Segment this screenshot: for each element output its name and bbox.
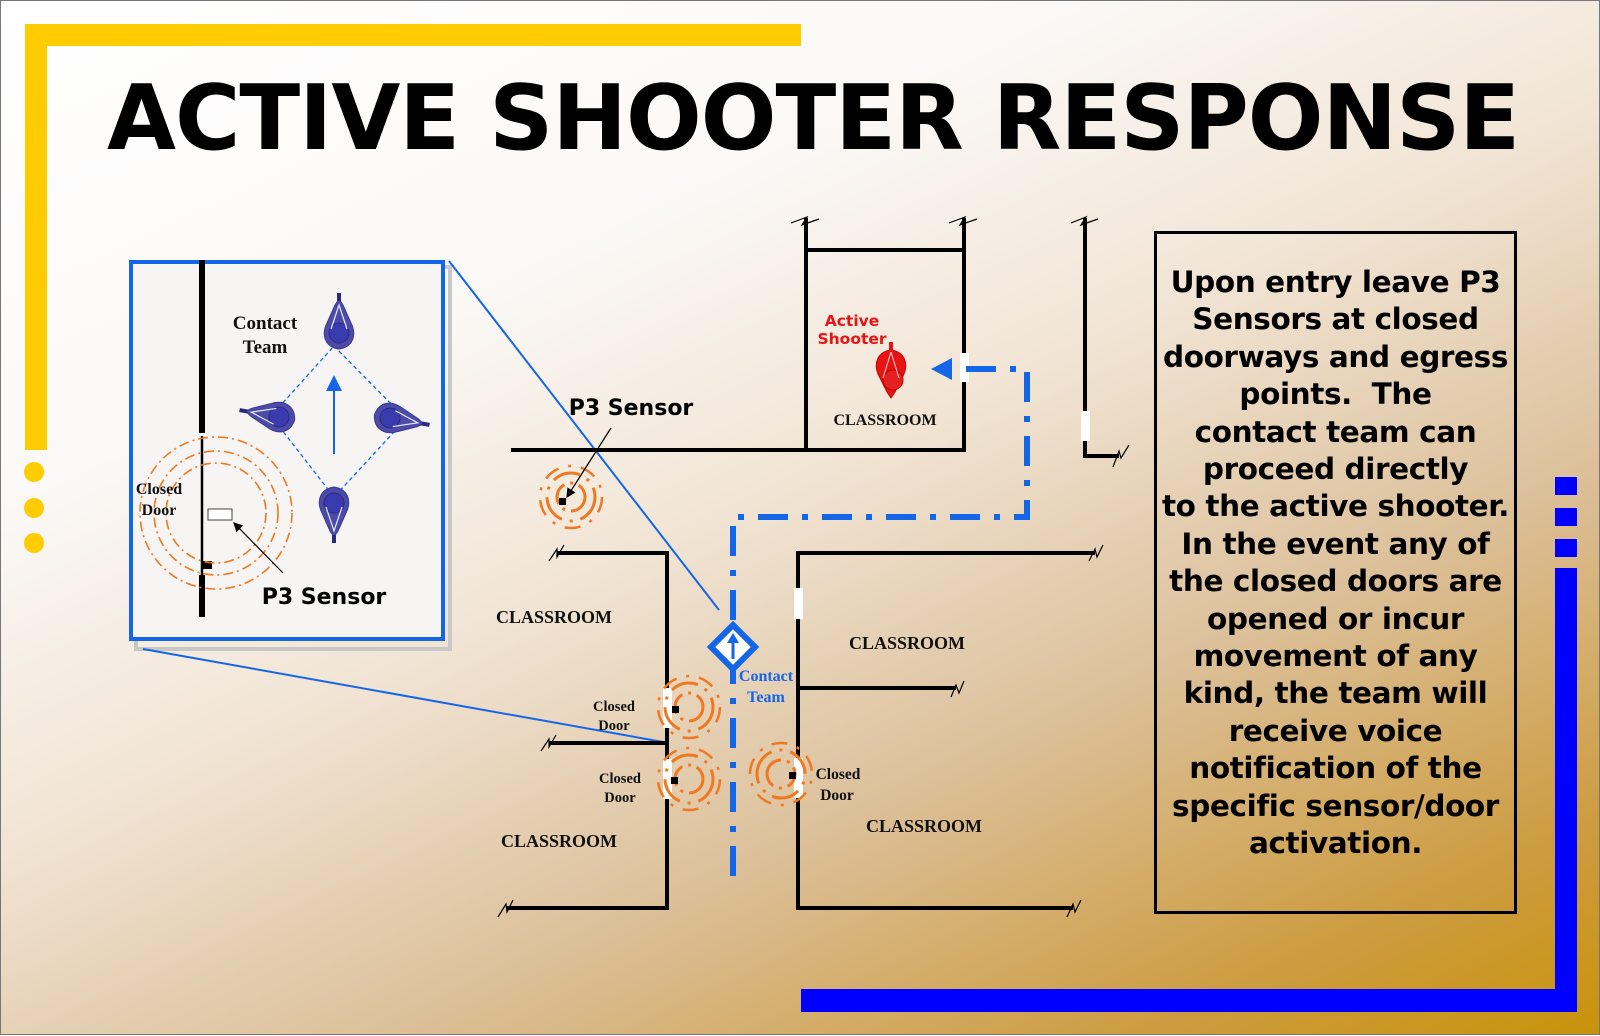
info-line: proceed directly: [1202, 452, 1469, 487]
info-line: doorways and egress: [1162, 339, 1508, 374]
info-line: points. The: [1239, 377, 1432, 412]
sensor-callout-label: P3 Sensor: [569, 396, 694, 421]
inset-closed-door-label: Closed: [136, 481, 182, 498]
active-shooter-label: Active: [825, 312, 880, 330]
door-label: Closed: [599, 771, 641, 787]
info-line: notification of the: [1189, 751, 1482, 786]
info-line: Upon entry leave P3: [1170, 265, 1501, 299]
sensor-callout-pointer: [566, 427, 612, 499]
yellow-dot: [24, 462, 44, 482]
path-arrowhead-icon: [931, 358, 952, 380]
sensor-device-icon: [789, 772, 796, 779]
active-shooter-icon: [875, 342, 907, 399]
room-label: CLASSROOM: [849, 633, 965, 653]
active-shooter-label: Shooter: [817, 330, 886, 348]
door-label: Closed: [593, 699, 635, 715]
inset-sensor-label: P3 Sensor: [262, 585, 387, 610]
walls: [507, 218, 1119, 910]
room-label: CLASSROOM: [496, 607, 612, 627]
info-line: Sensors at closed: [1192, 302, 1479, 337]
info-line: contact team can: [1194, 414, 1477, 449]
zoom-callout-line: [142, 648, 664, 743]
inset-sensor-device-icon: [207, 508, 233, 521]
info-line: to the active shooter.: [1161, 489, 1510, 524]
room-label: CLASSROOM: [866, 816, 982, 836]
info-line: movement of any: [1193, 639, 1478, 674]
blue-square: [1555, 508, 1577, 526]
blue-bottom-bar: [801, 989, 1577, 1012]
blue-right-bar: [1555, 568, 1577, 1012]
info-line: In the event any of: [1181, 526, 1490, 561]
info-line: receive voice: [1228, 713, 1443, 748]
inset-panel: Contact Team Closed Door P3 Sensor: [129, 260, 452, 651]
info-line: kind, the team will: [1183, 676, 1488, 711]
inset-closed-door-label: Door: [142, 502, 177, 519]
sensor-device-icon: [672, 706, 679, 713]
inset-contact-team-label: Team: [243, 337, 288, 358]
wall-break-marks: [497, 215, 1130, 918]
inset-door-hinge: [202, 561, 212, 569]
zoom-callout-line: [448, 260, 720, 611]
sensor-device-icon: [671, 777, 678, 784]
yellow-dot: [24, 533, 44, 553]
contact-team-label: Team: [747, 689, 785, 706]
sensor-signal-icon: [538, 464, 604, 530]
door-label: Door: [604, 790, 636, 806]
yellow-dot: [24, 498, 44, 518]
blue-square: [1555, 477, 1577, 495]
info-text: Upon entry leave P3 Sensors at closed do…: [1157, 264, 1514, 863]
door-label: Door: [598, 718, 630, 734]
sensor-device-icon: [559, 498, 566, 505]
inset-sensor-signal-icon: [139, 436, 293, 590]
page-title: ACTIVE SHOOTER RESPONSE: [107, 66, 1520, 171]
yellow-left-bar: [25, 24, 47, 450]
blue-square: [1555, 539, 1577, 557]
info-line: specific sensor/door: [1172, 788, 1499, 823]
yellow-top-bar: [25, 24, 801, 46]
contact-team-label: Contact: [739, 668, 794, 685]
room-label: CLASSROOM: [833, 412, 936, 429]
contact-team-marker-icon: [706, 620, 760, 674]
inset-sensor-pointer: [233, 522, 284, 574]
door-openings: [663, 353, 1090, 799]
door-label: Closed: [816, 766, 861, 783]
contact-team-path: [730, 366, 1030, 876]
info-line: opened or incur: [1206, 601, 1465, 636]
info-line: the closed doors are: [1169, 564, 1502, 599]
room-label: CLASSROOM: [501, 831, 617, 851]
door-label: Door: [820, 787, 854, 804]
info-text-box: Upon entry leave P3 Sensors at closed do…: [1154, 231, 1517, 914]
info-line: activation.: [1248, 826, 1423, 861]
inset-contact-team-label: Contact: [233, 313, 298, 334]
